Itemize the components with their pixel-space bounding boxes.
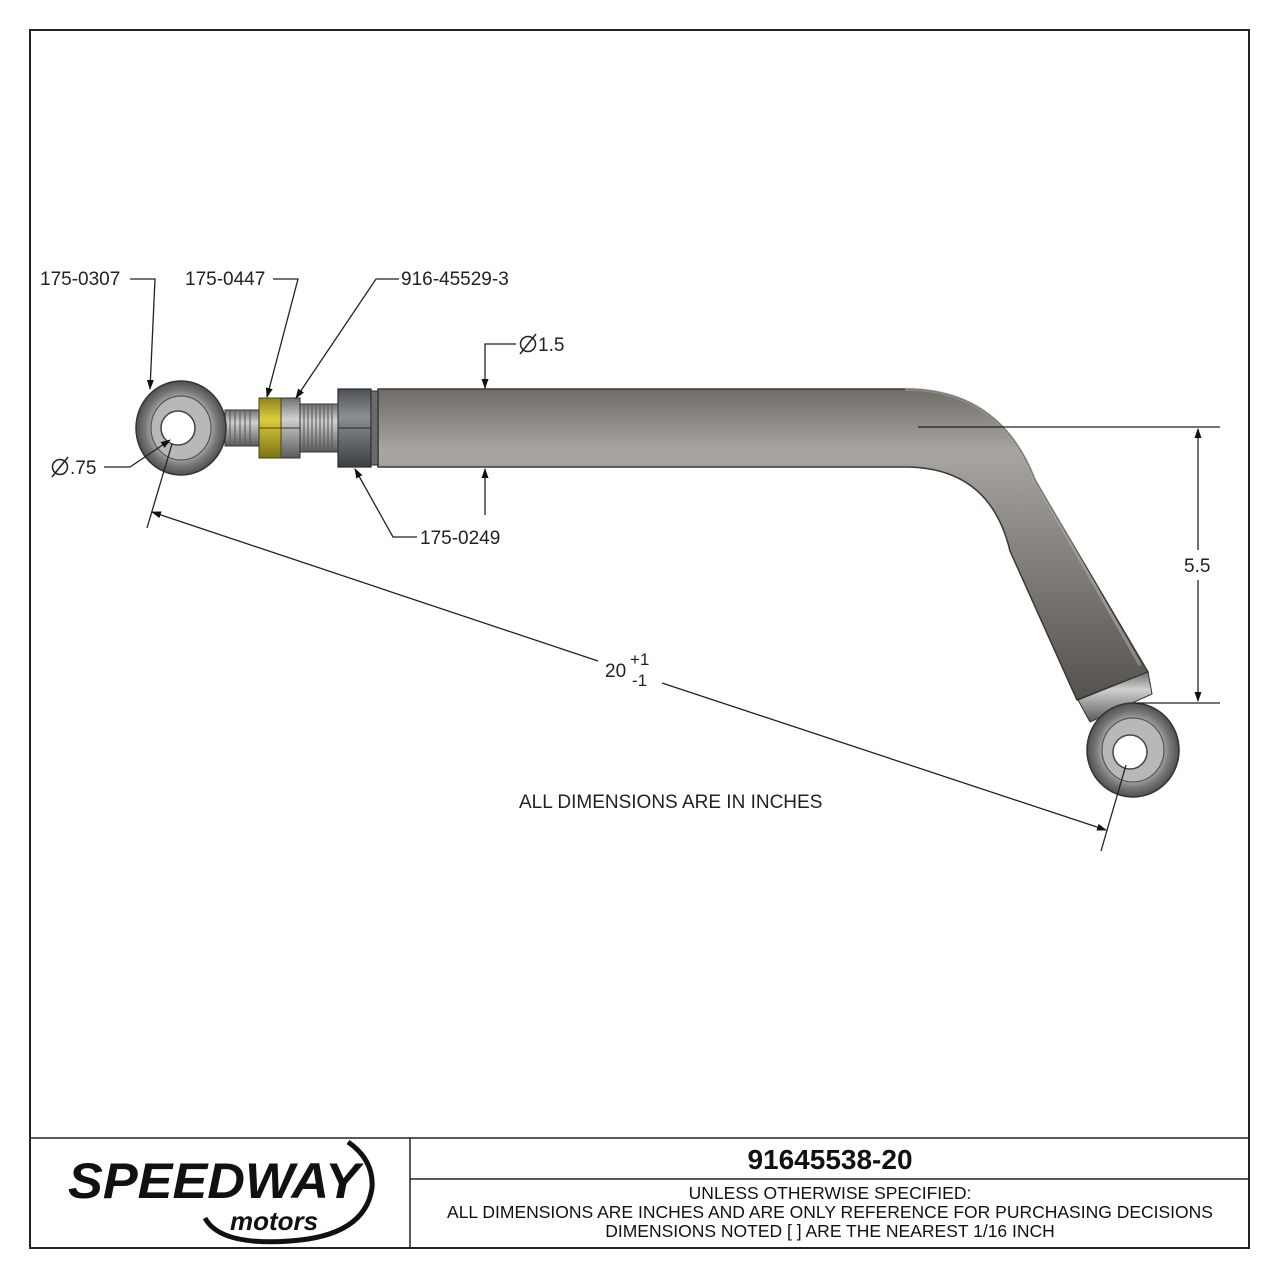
label-rod-end: 175-0307 (40, 269, 120, 290)
units-note: ALL DIMENSIONS ARE IN INCHES (519, 792, 822, 813)
dimension-lines (146, 426, 1220, 852)
diameter-icon (519, 333, 537, 355)
label-tol-plus: +1 (630, 650, 649, 669)
sheet-border (29, 29, 1250, 1249)
rod-end-shank (224, 409, 260, 447)
label-length: 20 (605, 661, 626, 682)
right-rod-end-neck (1077, 671, 1153, 723)
tube-assembly (135, 380, 1180, 798)
part-number: 91645538-20 (747, 1144, 912, 1175)
speedway-logo: SPEEDWAY motors (68, 1139, 375, 1245)
right-bore (1112, 734, 1148, 770)
label-tube-nut: 175-0249 (420, 528, 500, 549)
label-tube-diameter: 1.5 (538, 335, 564, 356)
left-bore (160, 410, 196, 446)
label-bore-diameter: .75 (70, 458, 96, 479)
logo-wordmark: SPEEDWAY (68, 1153, 365, 1209)
label-adjuster: 916-45529-3 (401, 269, 509, 290)
note-line-3: DIMENSIONS NOTED [ ] ARE THE NEAREST 1/1… (605, 1221, 1055, 1241)
label-drop: 5.5 (1184, 556, 1210, 577)
diameter-icon (51, 456, 69, 478)
label-jam-nut: 175-0447 (185, 269, 265, 290)
callout-labels: 175-0307 175-0447 916-45529-3 175-0249 1… (40, 269, 1210, 813)
callout-leaders (104, 278, 516, 538)
logo-subtitle: motors (230, 1206, 318, 1236)
note-line-1: UNLESS OTHERWISE SPECIFIED: (689, 1183, 972, 1203)
label-tol-minus: -1 (632, 671, 647, 690)
title-block: 91645538-20 UNLESS OTHERWISE SPECIFIED: … (30, 1137, 1249, 1248)
note-line-2: ALL DIMENSIONS ARE INCHES AND ARE ONLY R… (447, 1202, 1213, 1222)
